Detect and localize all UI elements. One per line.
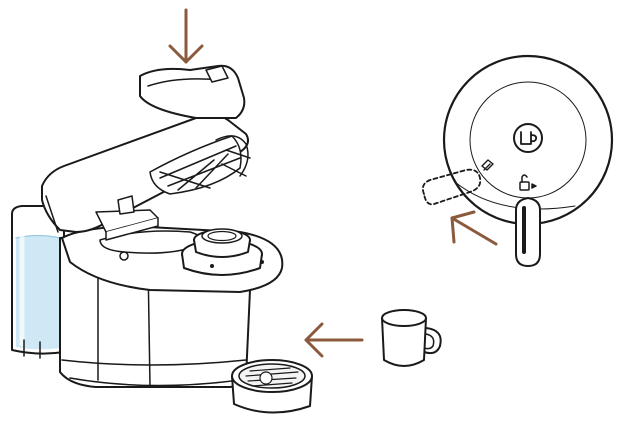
coffee-cup [381, 309, 442, 367]
lever-previous-position [421, 168, 482, 206]
cup-button [513, 123, 543, 153]
water-level [16, 235, 60, 350]
coffee-machine [11, 64, 313, 414]
drip-tray [231, 359, 313, 414]
cup-icon [520, 131, 538, 145]
capsule-icon [481, 159, 494, 171]
control-dial [421, 54, 614, 267]
rotate-lever-arrow [450, 210, 498, 246]
lever-handle [515, 197, 541, 267]
capsule-cage [149, 135, 251, 195]
place-cup-arrow [304, 322, 364, 358]
unlock-icon [519, 174, 537, 191]
machine-lid-open [41, 64, 251, 241]
insert-capsule-arrow [168, 8, 204, 64]
lid-hinge [95, 195, 159, 241]
capsule-holder [181, 228, 264, 276]
water-tank [11, 205, 65, 359]
